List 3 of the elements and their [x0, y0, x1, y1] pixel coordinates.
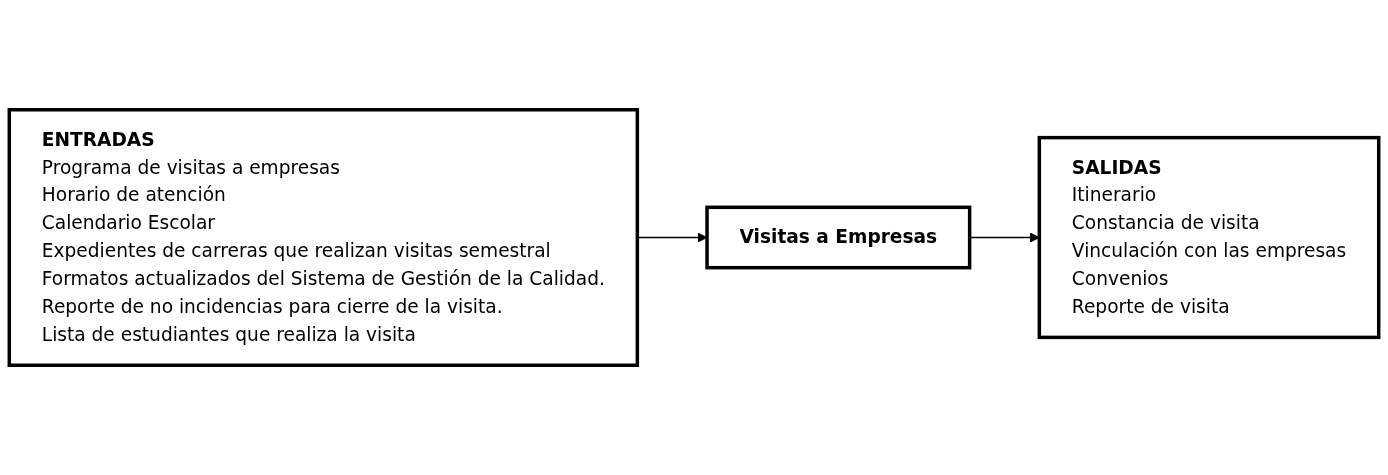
node-box: Visitas a Empresas: [705, 205, 972, 270]
node-box: ENTRADAS Programa de visitas a empresas Horario de atención Calendario Escolar Expedientes de carreras que realizan visitas semestral Formatos actualizados del Sistema de Gestión de la Calidad. Reporte de no incidencias para cierre de la visita. Lista de estudiantes que realiza la visita: [7, 108, 640, 367]
node-box: SALIDAS Itinerario Constancia de visita Vinculación con las empresas Convenios Reporte de visita: [1037, 135, 1381, 340]
